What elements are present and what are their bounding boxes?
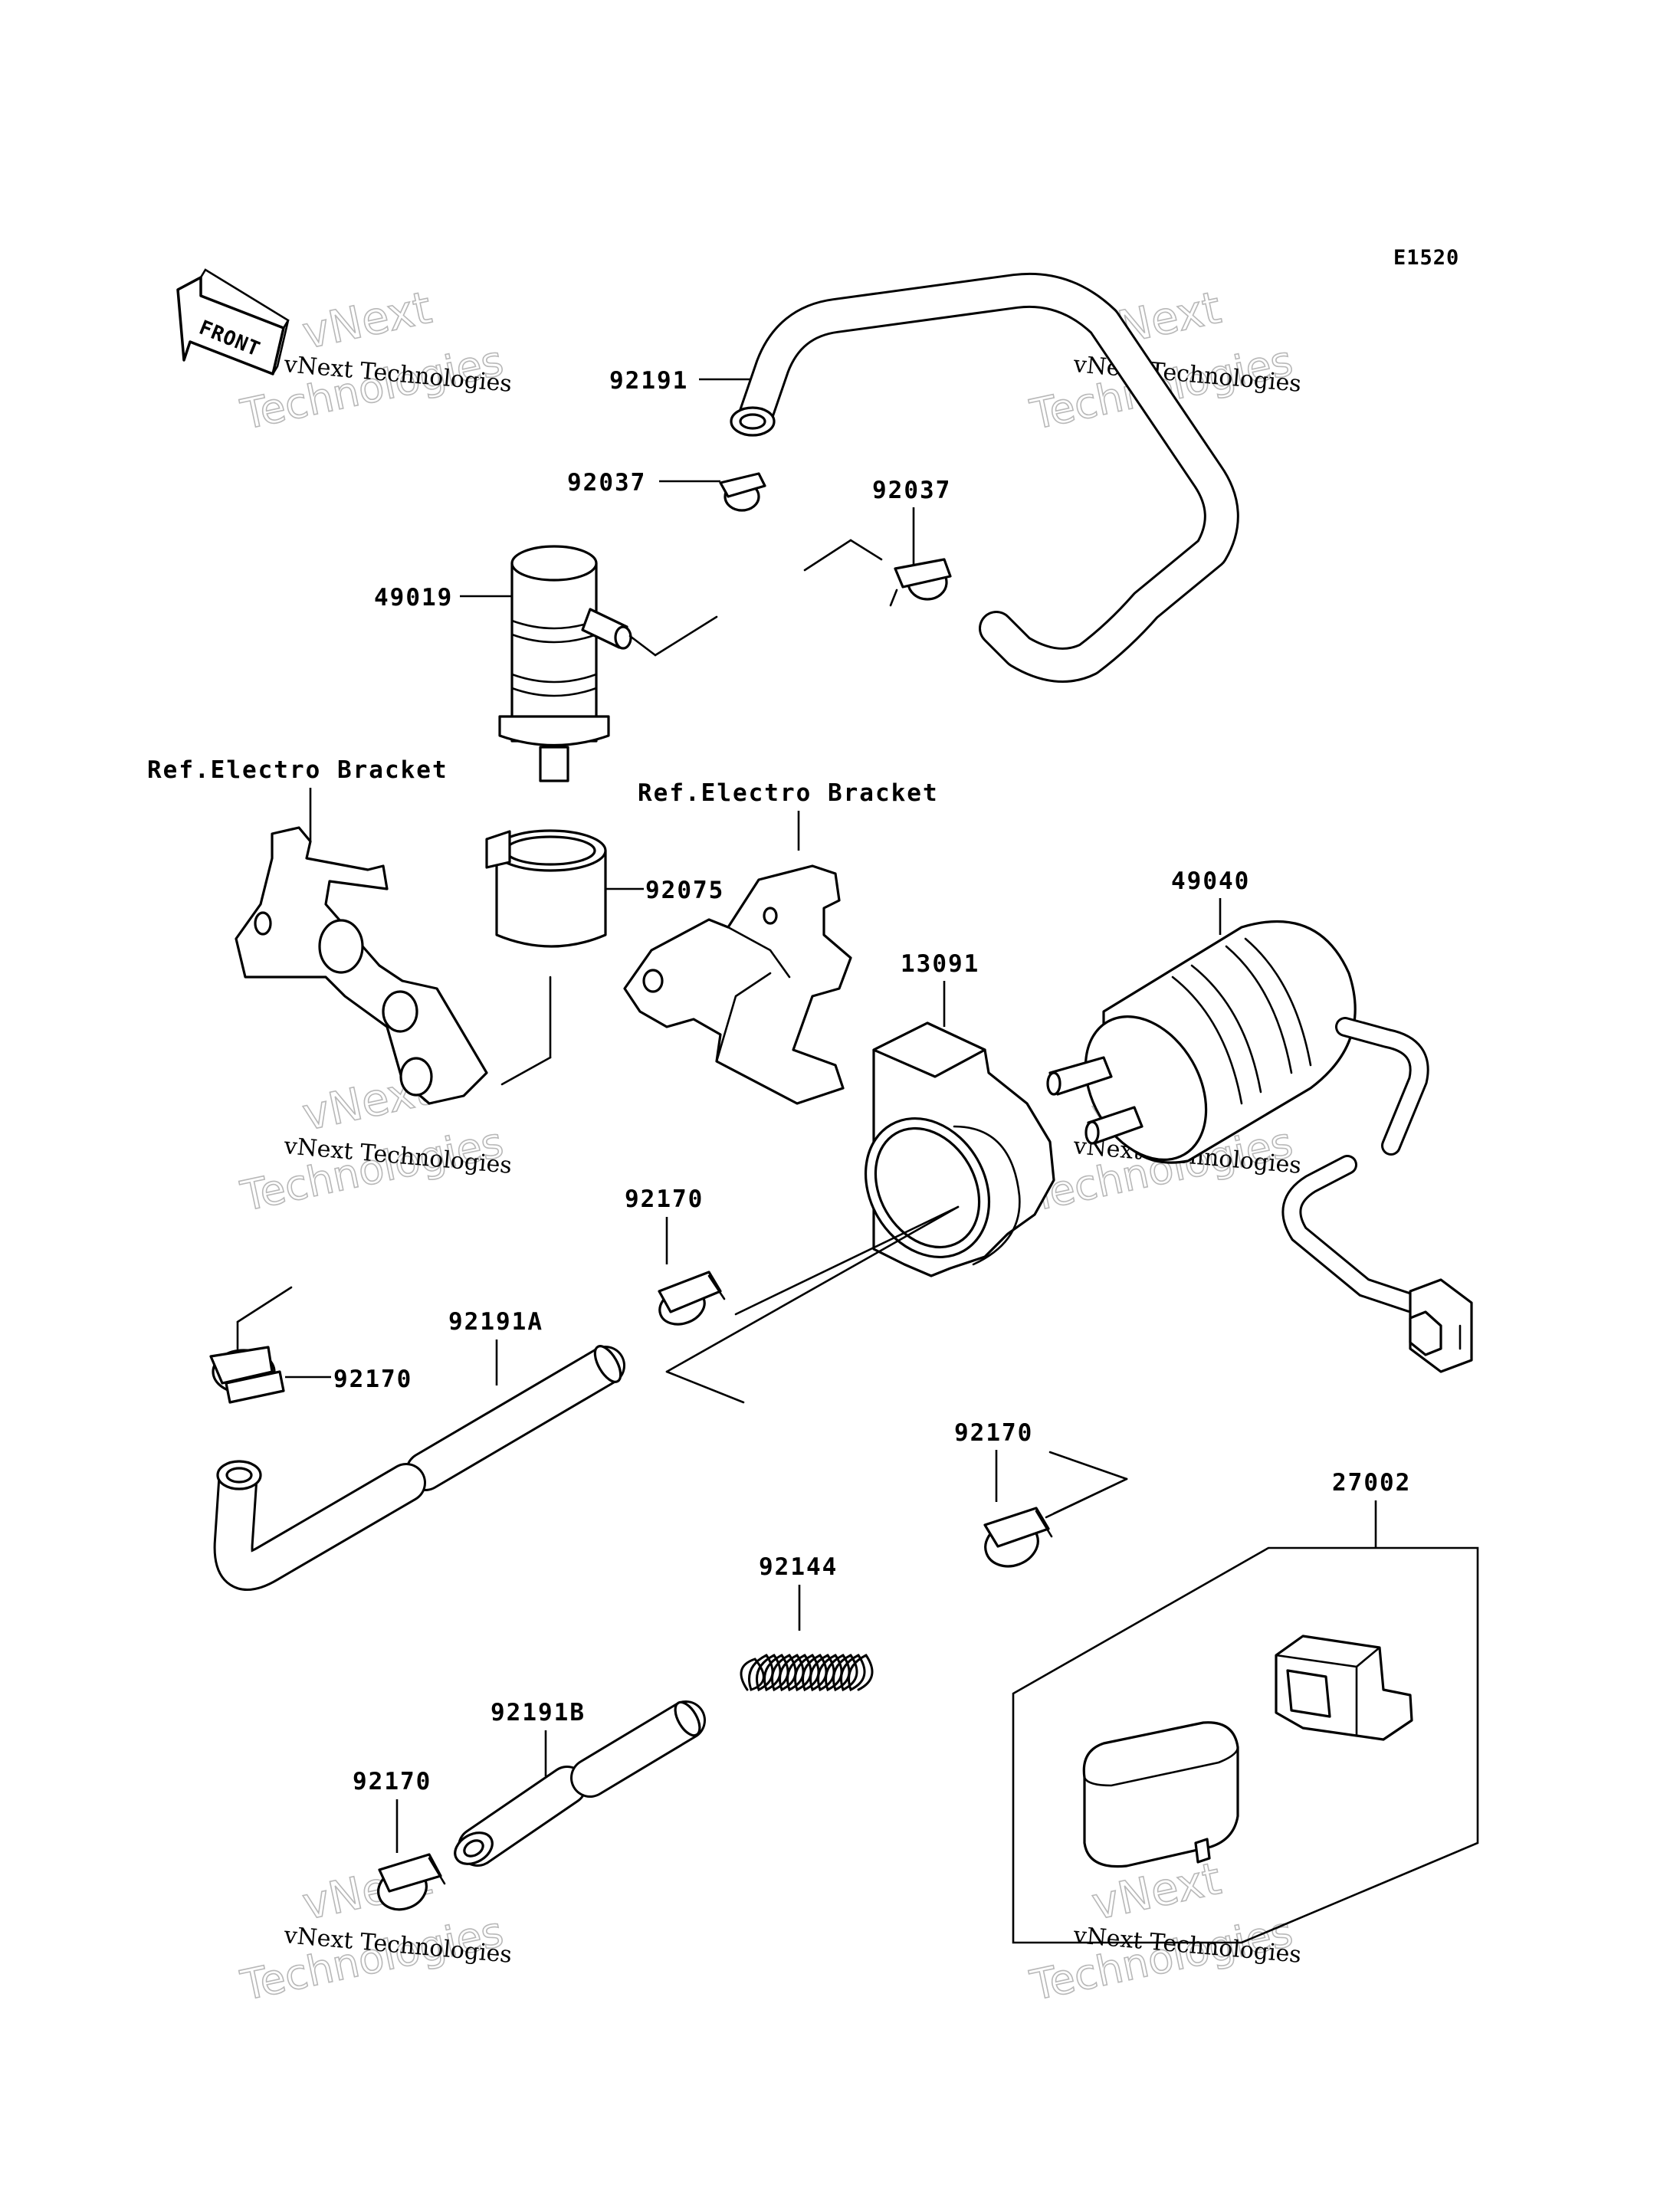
watermark-bottom-left: vNext Technologies vNext Technologies [236, 1851, 513, 2011]
label-92037-left: 92037 [567, 469, 646, 497]
clamp-92170-d [377, 1853, 446, 1911]
label-13091: 13091 [901, 950, 979, 978]
label-92170-a: 92170 [625, 1185, 704, 1213]
fuel-pump-49040 [1046, 920, 1357, 1164]
label-92191B: 92191B [491, 1699, 586, 1726]
front-arrow-icon: FRONT [176, 268, 290, 375]
label-92144: 92144 [759, 1553, 838, 1581]
holder-92075 [485, 829, 607, 948]
label-92037-right: 92037 [872, 477, 951, 504]
fuel-hose-92191 [730, 272, 1239, 683]
damper-13091 [864, 1021, 1055, 1277]
label-92170-d: 92170 [353, 1768, 431, 1795]
label-92170-c: 92170 [954, 1419, 1033, 1447]
watermark-bottom-right: vNext Technologies vNext Technologies [1025, 1851, 1302, 2011]
label-49019: 49019 [374, 584, 453, 612]
clamp-92170-b [209, 1346, 285, 1404]
diagram-code: E1520 [1393, 246, 1459, 270]
clamp-92037-right [889, 558, 952, 607]
label-49040: 49040 [1171, 867, 1250, 895]
clamp-92037-left [719, 472, 766, 512]
connector-kit-27002 [1012, 1546, 1479, 1944]
fuel-hose-92191B [454, 1700, 706, 1867]
fuel-hose-92191A [213, 1345, 625, 1591]
label-92170-b: 92170 [333, 1366, 412, 1393]
label-27002: 27002 [1332, 1469, 1411, 1497]
electro-bracket-left [235, 826, 488, 1105]
svg-text:vNext: vNext [298, 281, 436, 359]
pump-wire-harness [1281, 1017, 1473, 1373]
label-bracket-ref-left: Ref.Electro Bracket [147, 756, 448, 784]
electro-bracket-center [623, 864, 852, 1105]
clamp-92170-c [983, 1507, 1053, 1568]
clamp-92170-a [658, 1271, 726, 1326]
spring-92144 [740, 1654, 874, 1692]
fuel-filter-49019 [498, 545, 632, 782]
label-92191: 92191 [609, 367, 688, 395]
label-92191A: 92191A [448, 1308, 543, 1336]
label-bracket-ref-center: Ref.Electro Bracket [638, 779, 939, 807]
label-92075: 92075 [645, 877, 724, 904]
